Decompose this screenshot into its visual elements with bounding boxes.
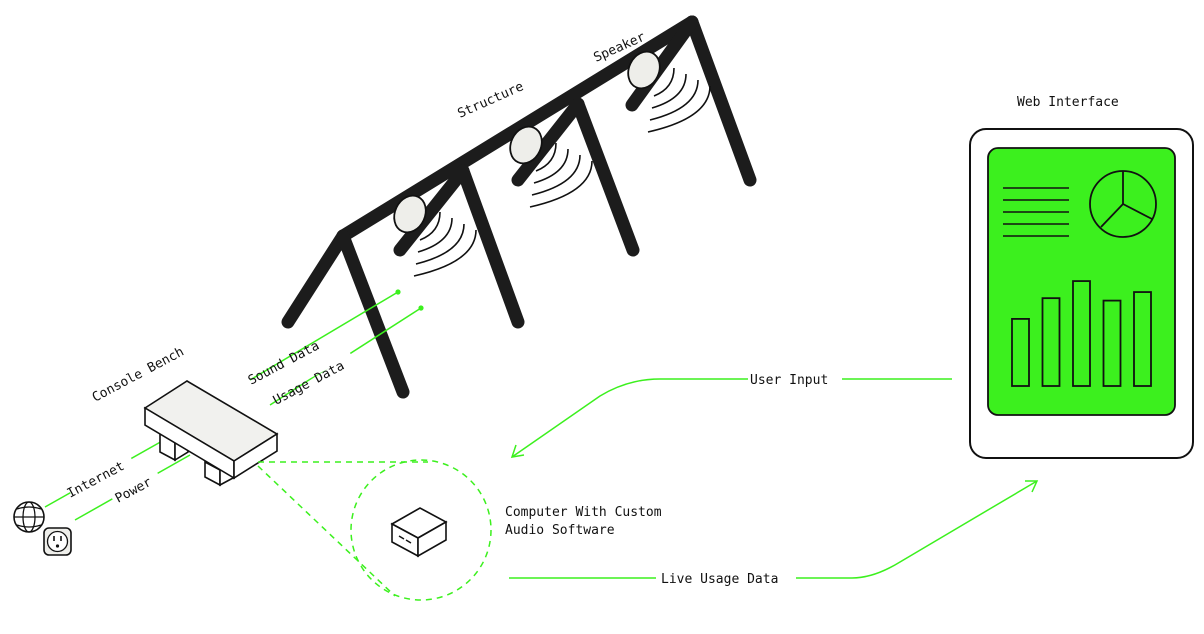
console-bench — [143, 380, 279, 487]
structure-label: Structure — [456, 79, 527, 121]
speaker — [509, 125, 593, 208]
bar-glyph — [1041, 297, 1061, 387]
live-usage-data-arrow — [509, 480, 1039, 579]
text-lines-icon — [1003, 187, 1069, 237]
live-usage-data-label: Live Usage Data — [661, 572, 778, 587]
user-input-label: User Input — [750, 373, 828, 388]
computer-box-icon — [390, 507, 448, 558]
bar-glyph — [1102, 299, 1122, 387]
power-outlet-icon — [43, 527, 72, 556]
bar-glyph — [1011, 317, 1030, 387]
bar-glyph — [1072, 280, 1091, 387]
computer-label-line2: Audio Software — [505, 523, 615, 538]
tablet — [969, 128, 1194, 459]
speaker — [627, 50, 711, 133]
user-input-arrow — [510, 378, 952, 458]
speaker — [393, 194, 477, 277]
globe-icon — [13, 501, 45, 533]
structure — [281, 15, 757, 399]
bar-glyph — [1133, 291, 1152, 387]
computer-callout — [257, 459, 492, 601]
bar-chart-icon — [1011, 280, 1152, 387]
web-interface-label: Web Interface — [1017, 95, 1119, 110]
sound-data-line — [249, 289, 401, 381]
computer-label-line1: Computer With Custom — [505, 505, 662, 520]
pie-chart-icon — [1089, 170, 1157, 238]
